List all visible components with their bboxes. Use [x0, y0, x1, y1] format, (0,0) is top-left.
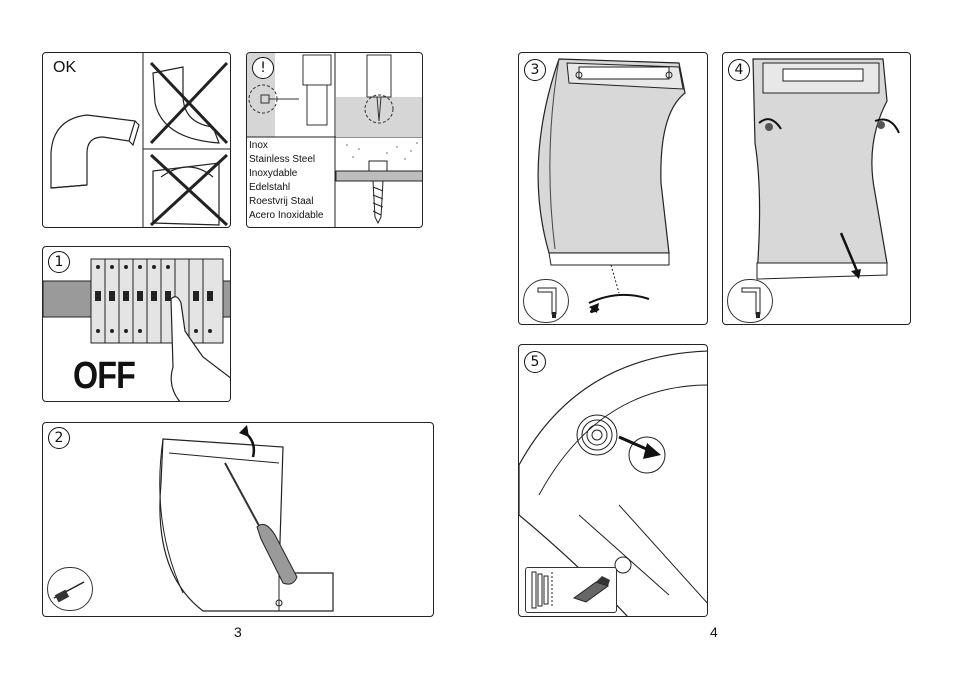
step-number-2: 2: [48, 427, 70, 449]
material-item: Acero Inoxidable: [249, 210, 324, 221]
step-number-5: 5: [524, 351, 546, 373]
page-number-right: 4: [710, 624, 718, 640]
panel-materials: ! Inox Stainless Steel Inoxydable Edelst…: [246, 52, 423, 228]
panel-remove-clip: 2: [42, 422, 434, 617]
material-item: Inoxydable: [249, 168, 298, 179]
panel-cable-gland: 5: [518, 344, 708, 617]
materials-drawing: [247, 53, 422, 227]
lamp-correct-icon: [50, 114, 140, 189]
allen-key-icon: [523, 279, 569, 323]
page-number-left: 3: [234, 624, 242, 640]
step-number-3: 3: [524, 59, 546, 81]
cable-gland-drawing: [519, 350, 707, 616]
panel-release: 4: [722, 52, 911, 325]
panel-orientation: OK: [42, 52, 231, 228]
allen-key-icon: [727, 279, 773, 323]
material-item: Edelstahl: [249, 182, 291, 193]
lamp-wrong-icon: [149, 61, 229, 145]
breaker-drawing: [43, 258, 230, 401]
panel-power-off: 1 OFF: [42, 246, 231, 402]
grommet-icon: [576, 414, 618, 456]
screwdriver-drawing: [224, 462, 298, 585]
material-list: Inox Stainless Steel Inoxydable Edelstah…: [249, 139, 324, 223]
lamp-wrong-icon: [149, 153, 229, 227]
panel-unscrew: 3: [518, 52, 708, 325]
warning-symbol: !: [252, 57, 274, 79]
material-item: Roestvrij Staal: [249, 196, 314, 207]
off-label: OFF: [73, 355, 136, 397]
step-number-4: 4: [728, 59, 750, 81]
clip-removal-drawing: [159, 425, 334, 612]
release-drawing: [752, 58, 900, 280]
cutter-icon: [572, 581, 610, 603]
hand-icon: [170, 296, 230, 401]
screwdriver-icon: [47, 567, 93, 611]
material-item: Stainless Steel: [249, 154, 316, 165]
unscrew-drawing: [537, 58, 686, 313]
ok-label: OK: [53, 59, 77, 76]
orientation-drawing: [50, 53, 230, 227]
cutter-icon-inset: [525, 567, 617, 613]
step-number-1: 1: [48, 251, 70, 273]
material-item: Inox: [249, 140, 268, 151]
